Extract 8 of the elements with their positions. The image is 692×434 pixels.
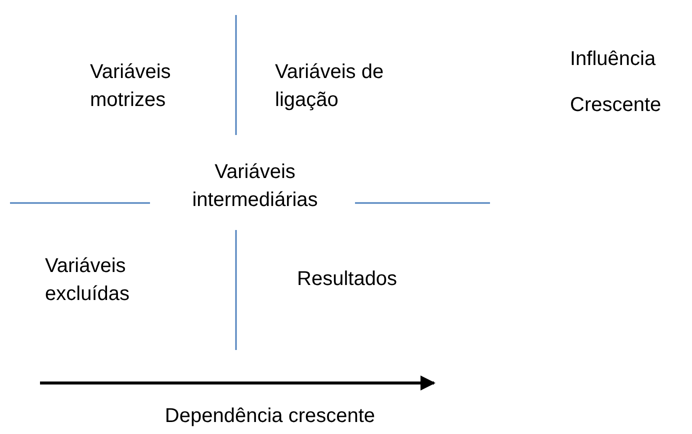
axis-label: Influência — [570, 47, 657, 72]
quadrant-label: Resultados — [297, 267, 398, 292]
quadrant-label: Variáveis excluídas — [45, 254, 130, 307]
center-label: Variáveis intermediárias — [191, 160, 319, 213]
quadrant-label: Variáveis motrizes — [90, 60, 172, 113]
axis-label: Dependência crescente — [164, 404, 376, 429]
quadrant-label: Variáveis de ligação — [275, 60, 385, 113]
axis-label: Crescente — [570, 93, 662, 118]
